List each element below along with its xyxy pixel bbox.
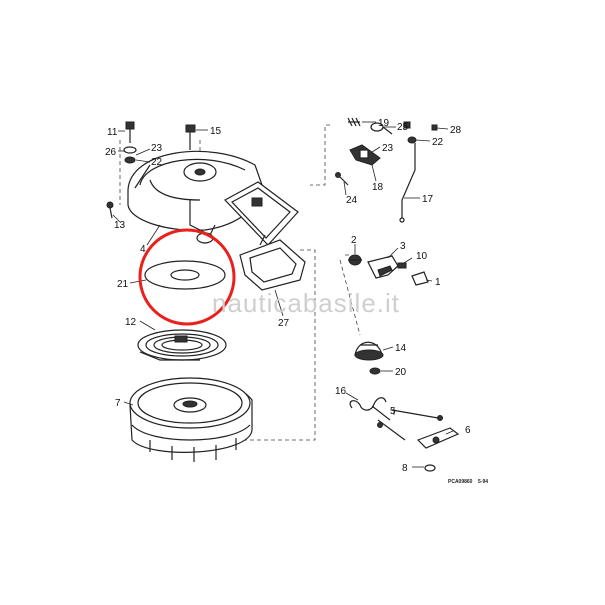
part-label-28: 28 bbox=[450, 125, 462, 136]
pulley-7 bbox=[129, 377, 253, 462]
part-label-12: 12 bbox=[125, 317, 137, 328]
part-label-13: 13 bbox=[114, 220, 126, 231]
part-label-8: 8 bbox=[402, 463, 408, 474]
part-label-10: 10 bbox=[416, 251, 428, 262]
highlight-circle bbox=[138, 228, 236, 326]
screw-13 bbox=[106, 201, 114, 219]
drawing-code: PCA09860 bbox=[448, 479, 473, 485]
screw-24 bbox=[335, 172, 349, 186]
bolt-11 bbox=[125, 121, 135, 143]
watermark-text: nauticabasile.it bbox=[212, 288, 400, 318]
part-label-3: 3 bbox=[400, 241, 406, 252]
part-label-16: 16 bbox=[335, 386, 347, 397]
part-label-27: 27 bbox=[278, 318, 290, 329]
link-rod-17 bbox=[399, 143, 416, 223]
washer-21 bbox=[144, 260, 226, 290]
part-label-1: 1 bbox=[435, 277, 441, 288]
part-label-18: 18 bbox=[372, 182, 384, 193]
part-label-19: 19 bbox=[378, 118, 390, 129]
washer-20 bbox=[369, 367, 381, 375]
lever-18 bbox=[349, 144, 381, 166]
starter-housing bbox=[127, 150, 263, 244]
clip-10 bbox=[397, 262, 407, 269]
part-label-6: 6 bbox=[465, 425, 471, 436]
washer-26 bbox=[123, 146, 137, 164]
part-label-15: 15 bbox=[210, 126, 222, 137]
part-label-24: 24 bbox=[346, 195, 358, 206]
part-label-21: 21 bbox=[117, 279, 129, 290]
part-label-22-left: 22 bbox=[151, 157, 163, 168]
part-label-20: 20 bbox=[395, 367, 407, 378]
part-label-4: 4 bbox=[140, 244, 146, 255]
part-label-11: 11 bbox=[107, 127, 118, 138]
clip-8 bbox=[424, 464, 436, 472]
lever-3 bbox=[367, 255, 399, 279]
screw-19 bbox=[347, 117, 361, 127]
drawing-date: 5-94 bbox=[478, 479, 488, 485]
knob-14 bbox=[354, 341, 384, 361]
part-label-23-right: 23 bbox=[382, 143, 394, 154]
spring-16 bbox=[349, 397, 391, 421]
part-label-22: 22 bbox=[432, 137, 444, 148]
part-label-2: 2 bbox=[351, 235, 357, 246]
block-1 bbox=[411, 271, 429, 286]
leader-lines bbox=[112, 121, 454, 468]
rod-5 bbox=[377, 409, 443, 441]
bolt-15 bbox=[185, 124, 196, 150]
rewind-spring-12 bbox=[137, 329, 227, 361]
part-label-5: 5 bbox=[390, 406, 396, 417]
pin-25-set bbox=[370, 121, 438, 144]
part-label-7: 7 bbox=[115, 398, 121, 409]
part-label-23: 23 bbox=[151, 143, 163, 154]
part-label-25: 25 bbox=[397, 122, 409, 133]
cam-2 bbox=[348, 254, 362, 266]
handle-bracket-27 bbox=[224, 181, 306, 291]
part-label-17: 17 bbox=[422, 194, 434, 205]
part-label-26: 26 bbox=[105, 147, 117, 158]
part-label-14: 14 bbox=[395, 343, 407, 354]
part-labels: 11 26 23 22 15 13 4 21 12 7 27 19 25 28 … bbox=[105, 118, 471, 474]
